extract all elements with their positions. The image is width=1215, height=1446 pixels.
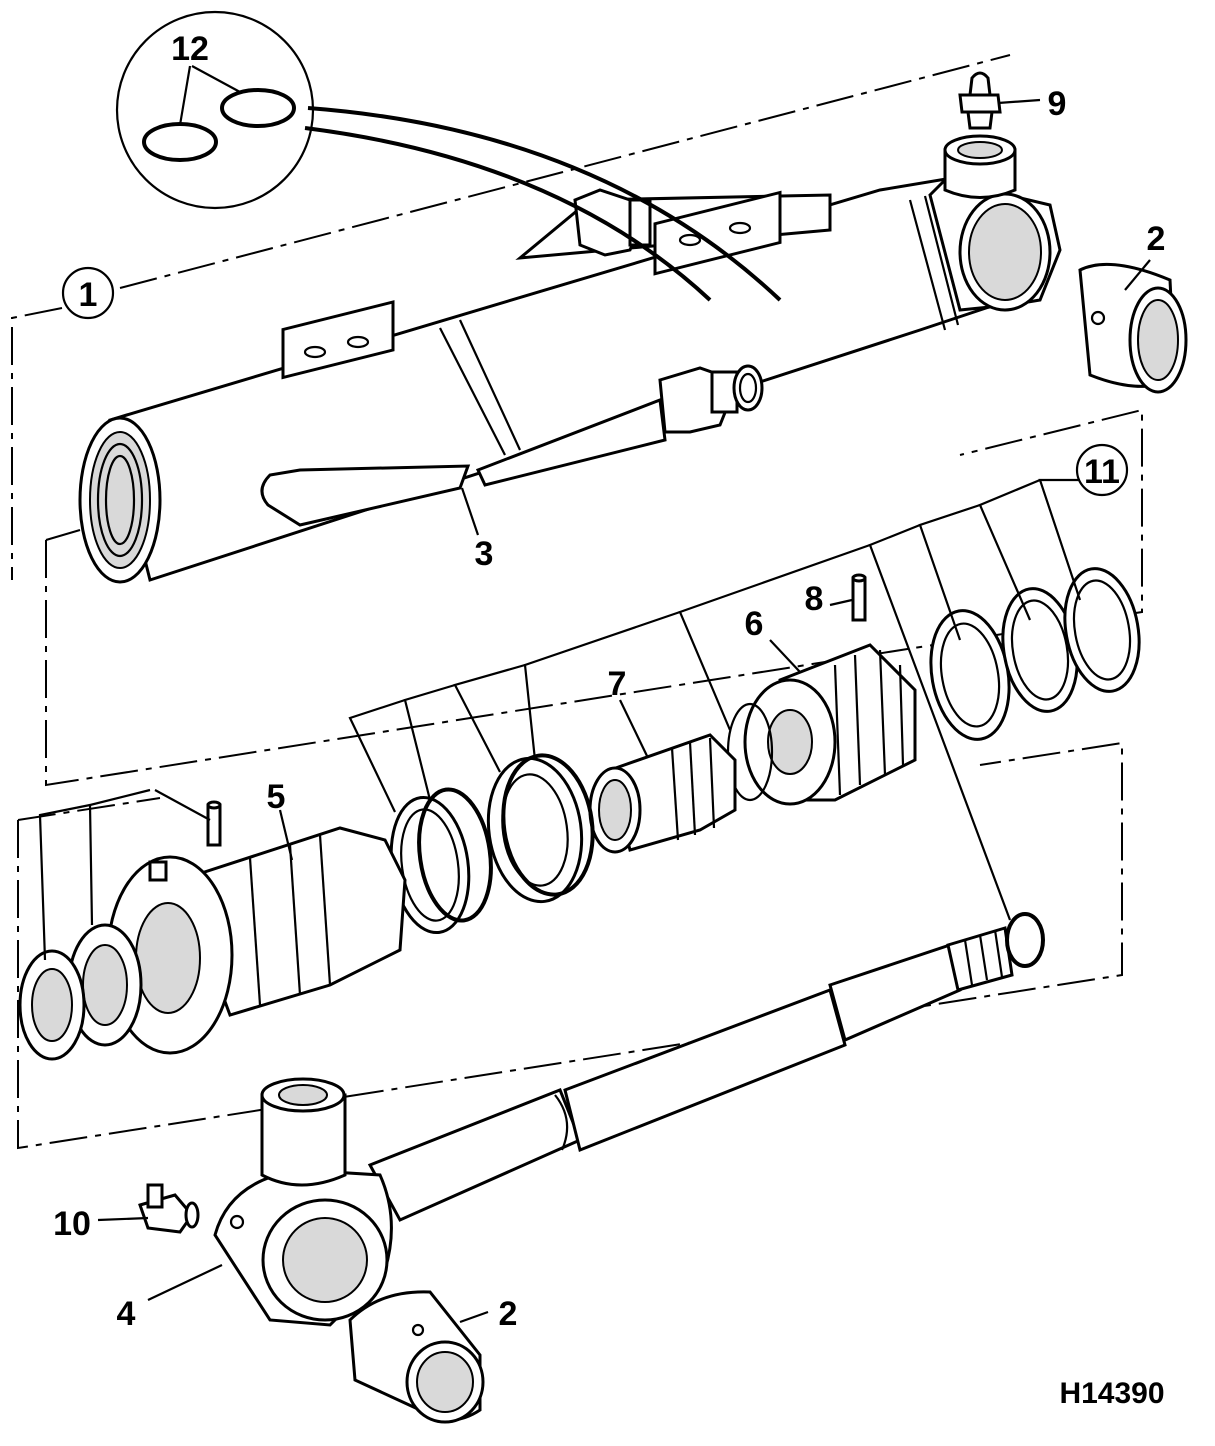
callout-3: 3 — [475, 535, 494, 573]
seal-rings-group — [929, 567, 1141, 741]
wiper-rings — [18, 923, 143, 1061]
assembly-frame-outer — [11, 54, 1011, 580]
callout-8: 8 — [805, 580, 824, 618]
orings-detail-circle — [115, 10, 782, 302]
spacer — [588, 733, 737, 854]
callouts: 1 2 2 3 4 5 6 7 8 9 10 11 12 H14390 — [53, 30, 1165, 1410]
piston — [726, 643, 917, 806]
figure-code: H14390 — [1059, 1377, 1164, 1410]
callout-6: 6 — [745, 605, 764, 643]
callout-2-lower: 2 — [499, 1295, 518, 1333]
bush-lower — [348, 1290, 485, 1424]
pipe — [260, 364, 764, 527]
piston-rod — [367, 912, 1045, 1222]
callout-7: 7 — [608, 665, 627, 703]
grease-nipple-angled — [138, 1183, 200, 1234]
callout-9: 9 — [1048, 85, 1067, 123]
callout-5: 5 — [267, 778, 286, 816]
callout-10: 10 — [53, 1205, 91, 1243]
callout-12: 12 — [171, 30, 209, 68]
gland — [106, 826, 407, 1055]
callout-11: 11 — [1084, 453, 1120, 491]
callout-1: 1 — [79, 276, 98, 314]
grease-nipple-top — [958, 71, 1002, 130]
cylinder-barrel — [78, 168, 1012, 584]
roll-pin-8 — [851, 573, 867, 622]
assembly-frame-seals — [45, 408, 1143, 787]
barrel-eye-end — [928, 134, 1062, 312]
leader-lines — [38, 65, 1151, 1324]
bush-upper — [1078, 262, 1188, 394]
callout-2-upper: 2 — [1147, 220, 1166, 258]
callout-4: 4 — [117, 1295, 136, 1333]
piston-seal-rings — [389, 753, 595, 935]
roll-pin-left — [206, 800, 222, 847]
rod-eye-end — [213, 1077, 393, 1327]
